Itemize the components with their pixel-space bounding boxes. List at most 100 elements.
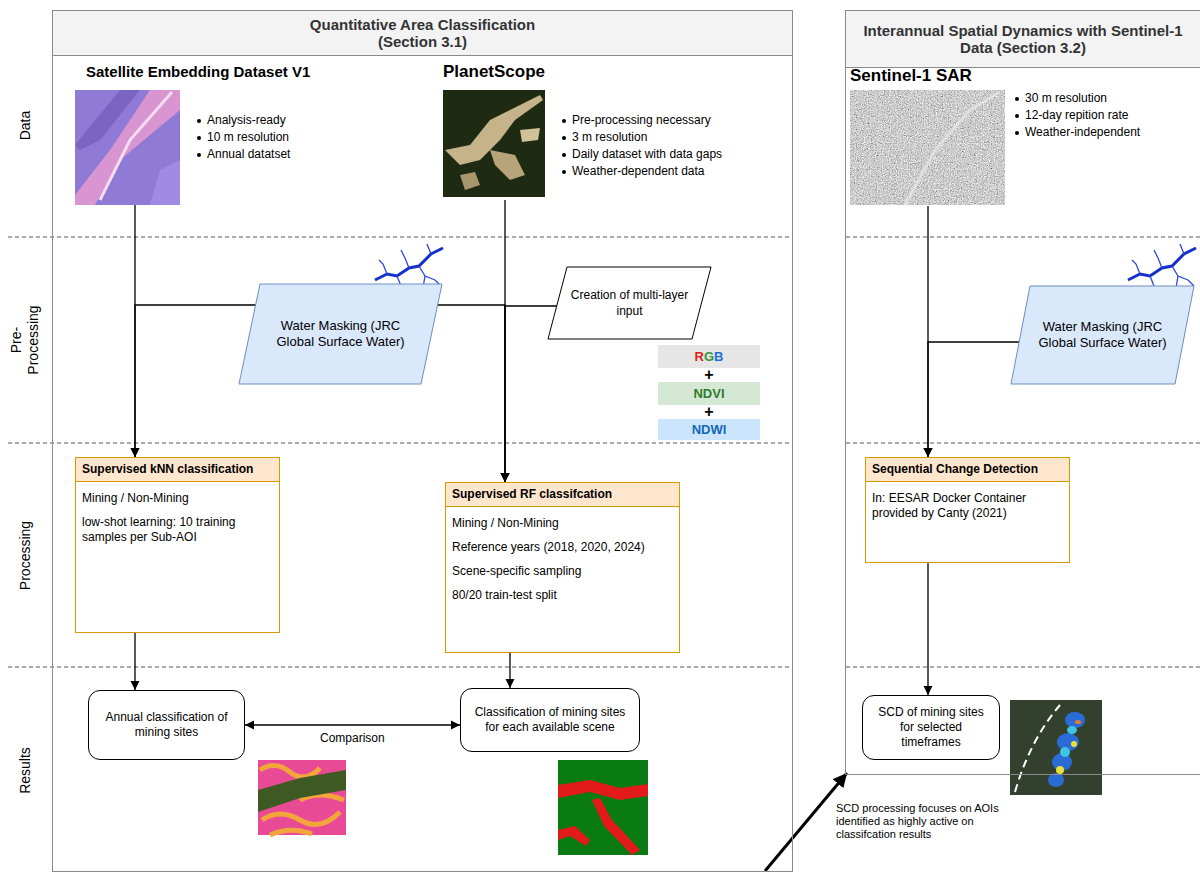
illustration-shape	[592, 798, 640, 855]
illustration-shape	[8, 237, 792, 238]
box-body-text: Scene-specific sampling	[446, 564, 679, 579]
illustration-shape	[490, 150, 525, 180]
illustration-shape	[846, 237, 1200, 238]
bullet-item: Pre-processing necessary	[560, 112, 755, 129]
process-parallelogram: Water Masking (JRC Global Surface Water)	[1010, 285, 1195, 385]
shape-label: Water Masking (JRC Global Surface Water)	[1038, 319, 1167, 351]
process-parallelogram: Water Masking (JRC Global Surface Water)	[238, 283, 443, 385]
rf-result-image	[558, 760, 648, 855]
note-text: SCD processing focuses on AOIs identifie…	[836, 802, 1004, 841]
box-body-text: Reference years (2018, 2020, 2024)	[446, 540, 679, 555]
row-label: Processing	[17, 505, 34, 605]
illustration-shape	[558, 826, 590, 846]
illustration-shape	[905, 92, 1000, 205]
row-label: Data	[17, 95, 34, 155]
band-label: RGB	[695, 349, 724, 364]
connector-arrow	[135, 305, 256, 457]
bullet-list: Analysis-ready10 m resolutionAnnual data…	[195, 112, 355, 163]
parallelogram-outline	[548, 267, 711, 339]
bullet-item: Weather-independent	[1013, 124, 1183, 141]
layer-band: NDVI	[658, 382, 760, 405]
row-label: Pre- Processing	[8, 300, 42, 380]
process-parallelogram: Creation of multi-layer input	[547, 266, 712, 340]
illustration-shape	[846, 667, 1200, 668]
illustration-shape	[1071, 741, 1077, 747]
process-box: Supervised kNN classificationMining / No…	[75, 457, 280, 633]
illustration-shape	[75, 90, 180, 205]
dataset-block: PlanetScopePre-processing necessary3 m r…	[440, 62, 760, 200]
illustration-shape	[850, 90, 1005, 205]
connector-arrow	[437, 305, 505, 482]
planetscope-image	[443, 90, 545, 197]
result-label: Annual classification of mining sites	[99, 710, 234, 740]
box-body-text: In: EESAR Docker Container provided by C…	[866, 491, 1069, 521]
bullet-list: Pre-processing necessary3 m resolutionDa…	[560, 112, 755, 180]
band-letter: B	[714, 349, 723, 364]
band-label: NDVI	[693, 386, 724, 401]
bullet-item: Weather-dependent data	[560, 163, 755, 180]
process-box: Supervised RF classifcationMining / Non-…	[445, 482, 680, 653]
illustration-shape	[558, 780, 648, 800]
parallelogram-outline	[239, 284, 442, 384]
illustration-shape	[1060, 747, 1070, 757]
row-label: Results	[17, 730, 34, 810]
process-box: Sequential Change DetectionIn: EESAR Doc…	[865, 457, 1070, 563]
shape-label: Water Masking (JRC Global Surface Water)	[270, 318, 411, 350]
bullet-item: 30 m resolution	[1013, 90, 1183, 107]
bullet-item: 10 m resolution	[195, 129, 355, 146]
box-header: Supervised RF classifcation	[446, 483, 679, 507]
bullet-item: Annual datatset	[195, 146, 355, 163]
dataset-title: Satellite Embedding Dataset V1	[86, 62, 310, 82]
illustration-shape	[8, 667, 792, 668]
illustration-shape	[460, 172, 480, 190]
illustration-shape	[520, 128, 540, 142]
plus-sign: +	[699, 368, 719, 382]
bullet-item: Daily dataset with data gaps	[560, 146, 755, 163]
scd-result-image	[1010, 700, 1102, 795]
section-panel: Interannual Spatial Dynamics with Sentin…	[845, 10, 1200, 775]
band-label: NDWI	[692, 422, 727, 437]
connector-arrow	[134, 633, 135, 690]
layer-band: NDWI	[658, 419, 760, 440]
text-wrap: Creation of multi-layer input	[547, 266, 712, 340]
satellite-embedding-image	[75, 90, 180, 205]
illustration-shape	[1075, 720, 1081, 724]
connector-arrow	[927, 563, 928, 695]
bullet-item: 12-day repition rate	[1013, 107, 1183, 124]
edge-label: Comparison	[318, 731, 387, 745]
box-body-text: Mining / Non-Mining	[446, 516, 679, 531]
dataset-block: Sentinel-1 SAR 30 m resolution12-day repi…	[848, 66, 1193, 206]
dataset-title: Sentinel-1 SAR	[850, 66, 972, 86]
result-label: SCD of mining sites for selected timefra…	[873, 705, 989, 750]
panel-header: Interannual Spatial Dynamics with Sentin…	[846, 11, 1200, 68]
plus-sign: +	[699, 405, 719, 419]
connector-arrow	[765, 773, 847, 871]
result-box: Annual classification of mining sites	[88, 690, 245, 760]
panel-header: Quantitative Area Classification (Sectio…	[53, 11, 792, 56]
water-map-thumbnail	[375, 240, 443, 290]
layer-band: RGB	[658, 345, 760, 368]
bullet-item: Analysis-ready	[195, 112, 355, 129]
illustration-shape	[1065, 712, 1085, 728]
box-body-text: low-shot learning: 10 training samples p…	[76, 515, 279, 545]
result-label: Classification of mining sites for each …	[471, 705, 629, 735]
illustration-shape	[1048, 773, 1064, 787]
box-body-text: 80/20 train-test split	[446, 588, 679, 603]
parallelogram-outline	[1011, 286, 1194, 384]
result-box: Classification of mining sites for each …	[460, 688, 640, 752]
illustration-shape	[846, 443, 1200, 444]
illustration-shape	[258, 770, 346, 812]
band-letter: R	[695, 349, 704, 364]
water-map-thumbnail	[1128, 240, 1196, 290]
illustration-shape	[8, 443, 792, 444]
panel-title: Quantitative Area Classification (Sectio…	[283, 16, 563, 50]
illustration-shape	[1010, 700, 1102, 795]
illustration-shape	[75, 90, 180, 205]
illustration-shape	[1067, 726, 1077, 734]
panel-title: Interannual Spatial Dynamics with Sentin…	[863, 22, 1183, 56]
illustration-shape	[443, 90, 545, 197]
box-body-text: Mining / Non-Mining	[76, 491, 279, 506]
box-header: Sequential Change Detection	[866, 458, 1069, 482]
shape-label: Creation of multi-layer input	[565, 287, 694, 319]
row-separators	[8, 237, 1200, 667]
